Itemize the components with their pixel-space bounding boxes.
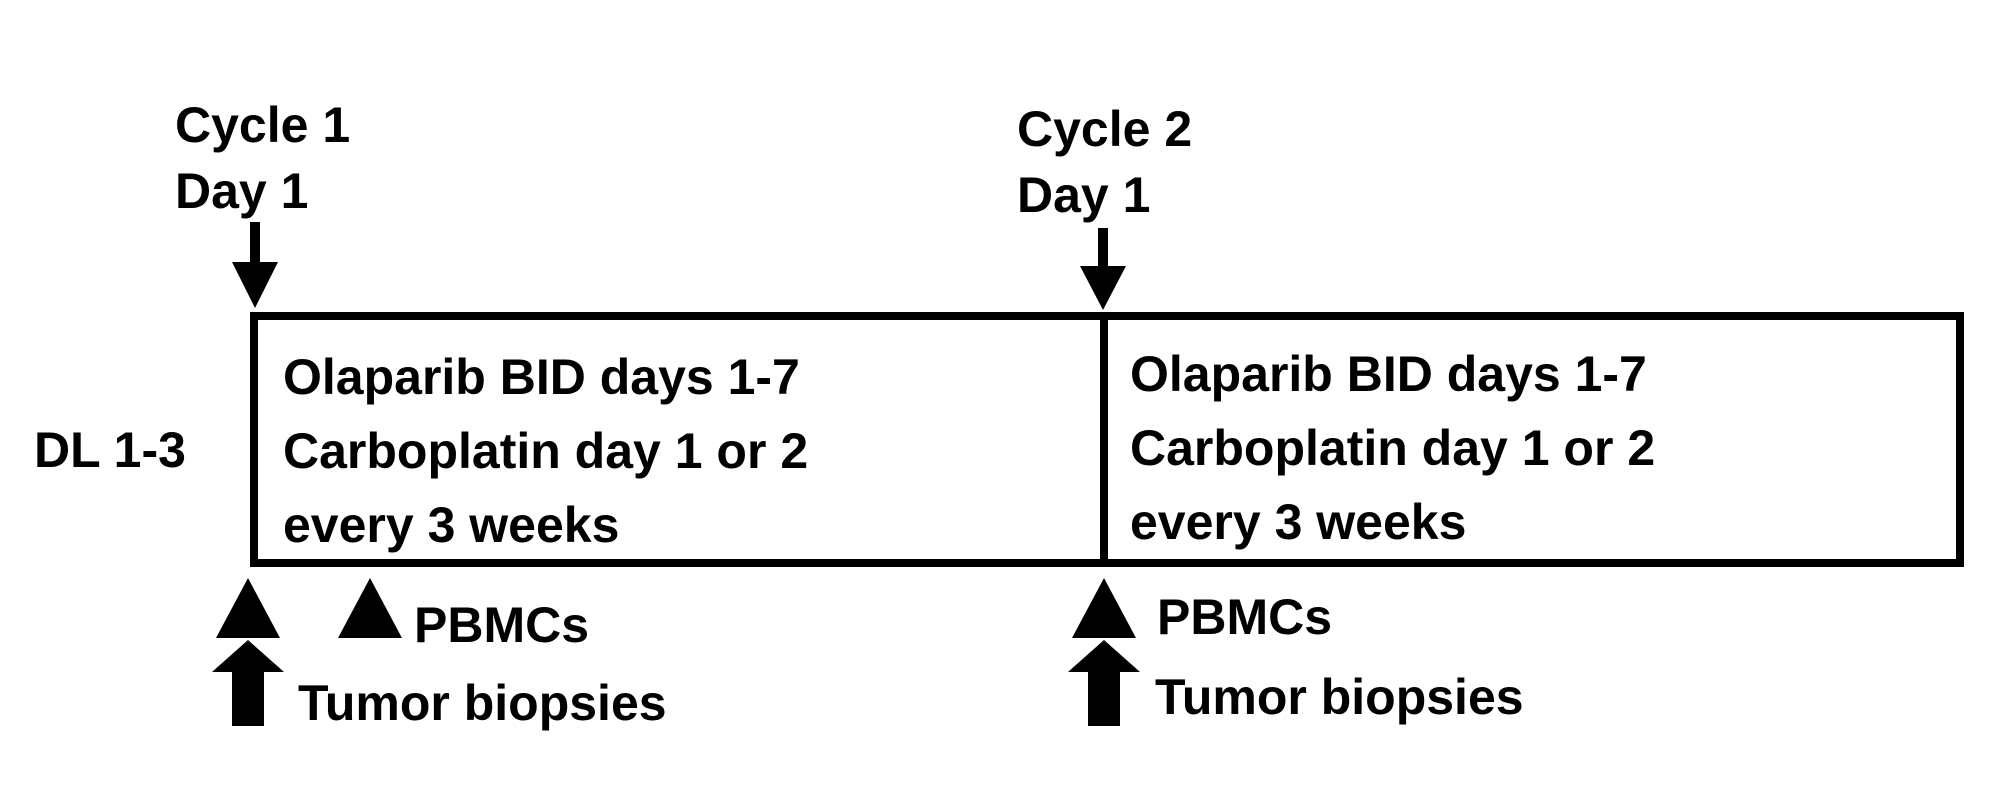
pbmc-marker-cycle-1-later-icon <box>338 578 402 638</box>
cycle-2-day-label: Day 1 <box>1017 167 1151 223</box>
biopsy-label-cycle-1: Tumor biopsies <box>298 675 667 731</box>
treatment-box-cycle-2 <box>1100 312 1964 567</box>
cycle-1-start-arrow-icon <box>232 222 278 308</box>
biopsy-marker-cycle-2-icon <box>1068 640 1140 726</box>
treatment-line: every 3 weeks <box>283 497 620 553</box>
pbmc-marker-cycle-2-icon <box>1072 578 1136 638</box>
pbmcs-label-cycle-1: PBMCs <box>414 597 590 653</box>
treatment-line: Olaparib BID days 1-7 <box>283 349 800 405</box>
treatment-line: every 3 weeks <box>1130 494 1467 550</box>
pbmcs-label-cycle-2: PBMCs <box>1157 589 1333 645</box>
biopsy-label-cycle-2: Tumor biopsies <box>1155 669 1524 725</box>
treatment-box-cycle-1 <box>250 312 1108 567</box>
pbmc-marker-cycle-1-day-1-icon <box>216 578 280 638</box>
biopsy-marker-cycle-1-icon <box>212 640 284 726</box>
treatment-text-cycle-2: Olaparib BID days 1-7 Carboplatin day 1 … <box>1130 337 1655 559</box>
cycle-1-label: Cycle 1 <box>175 97 351 153</box>
treatment-text-cycle-1: Olaparib BID days 1-7 Carboplatin day 1 … <box>283 340 808 562</box>
treatment-line: Carboplatin day 1 or 2 <box>283 423 809 479</box>
cycle-1-day-label: Day 1 <box>175 163 309 219</box>
treatment-line: Carboplatin day 1 or 2 <box>1130 420 1656 476</box>
cycle-2-label: Cycle 2 <box>1017 101 1193 157</box>
cycle-2-start-arrow-icon <box>1080 228 1126 310</box>
treatment-line: Olaparib BID days 1-7 <box>1130 346 1647 402</box>
dose-level-label: DL 1-3 <box>34 422 186 478</box>
